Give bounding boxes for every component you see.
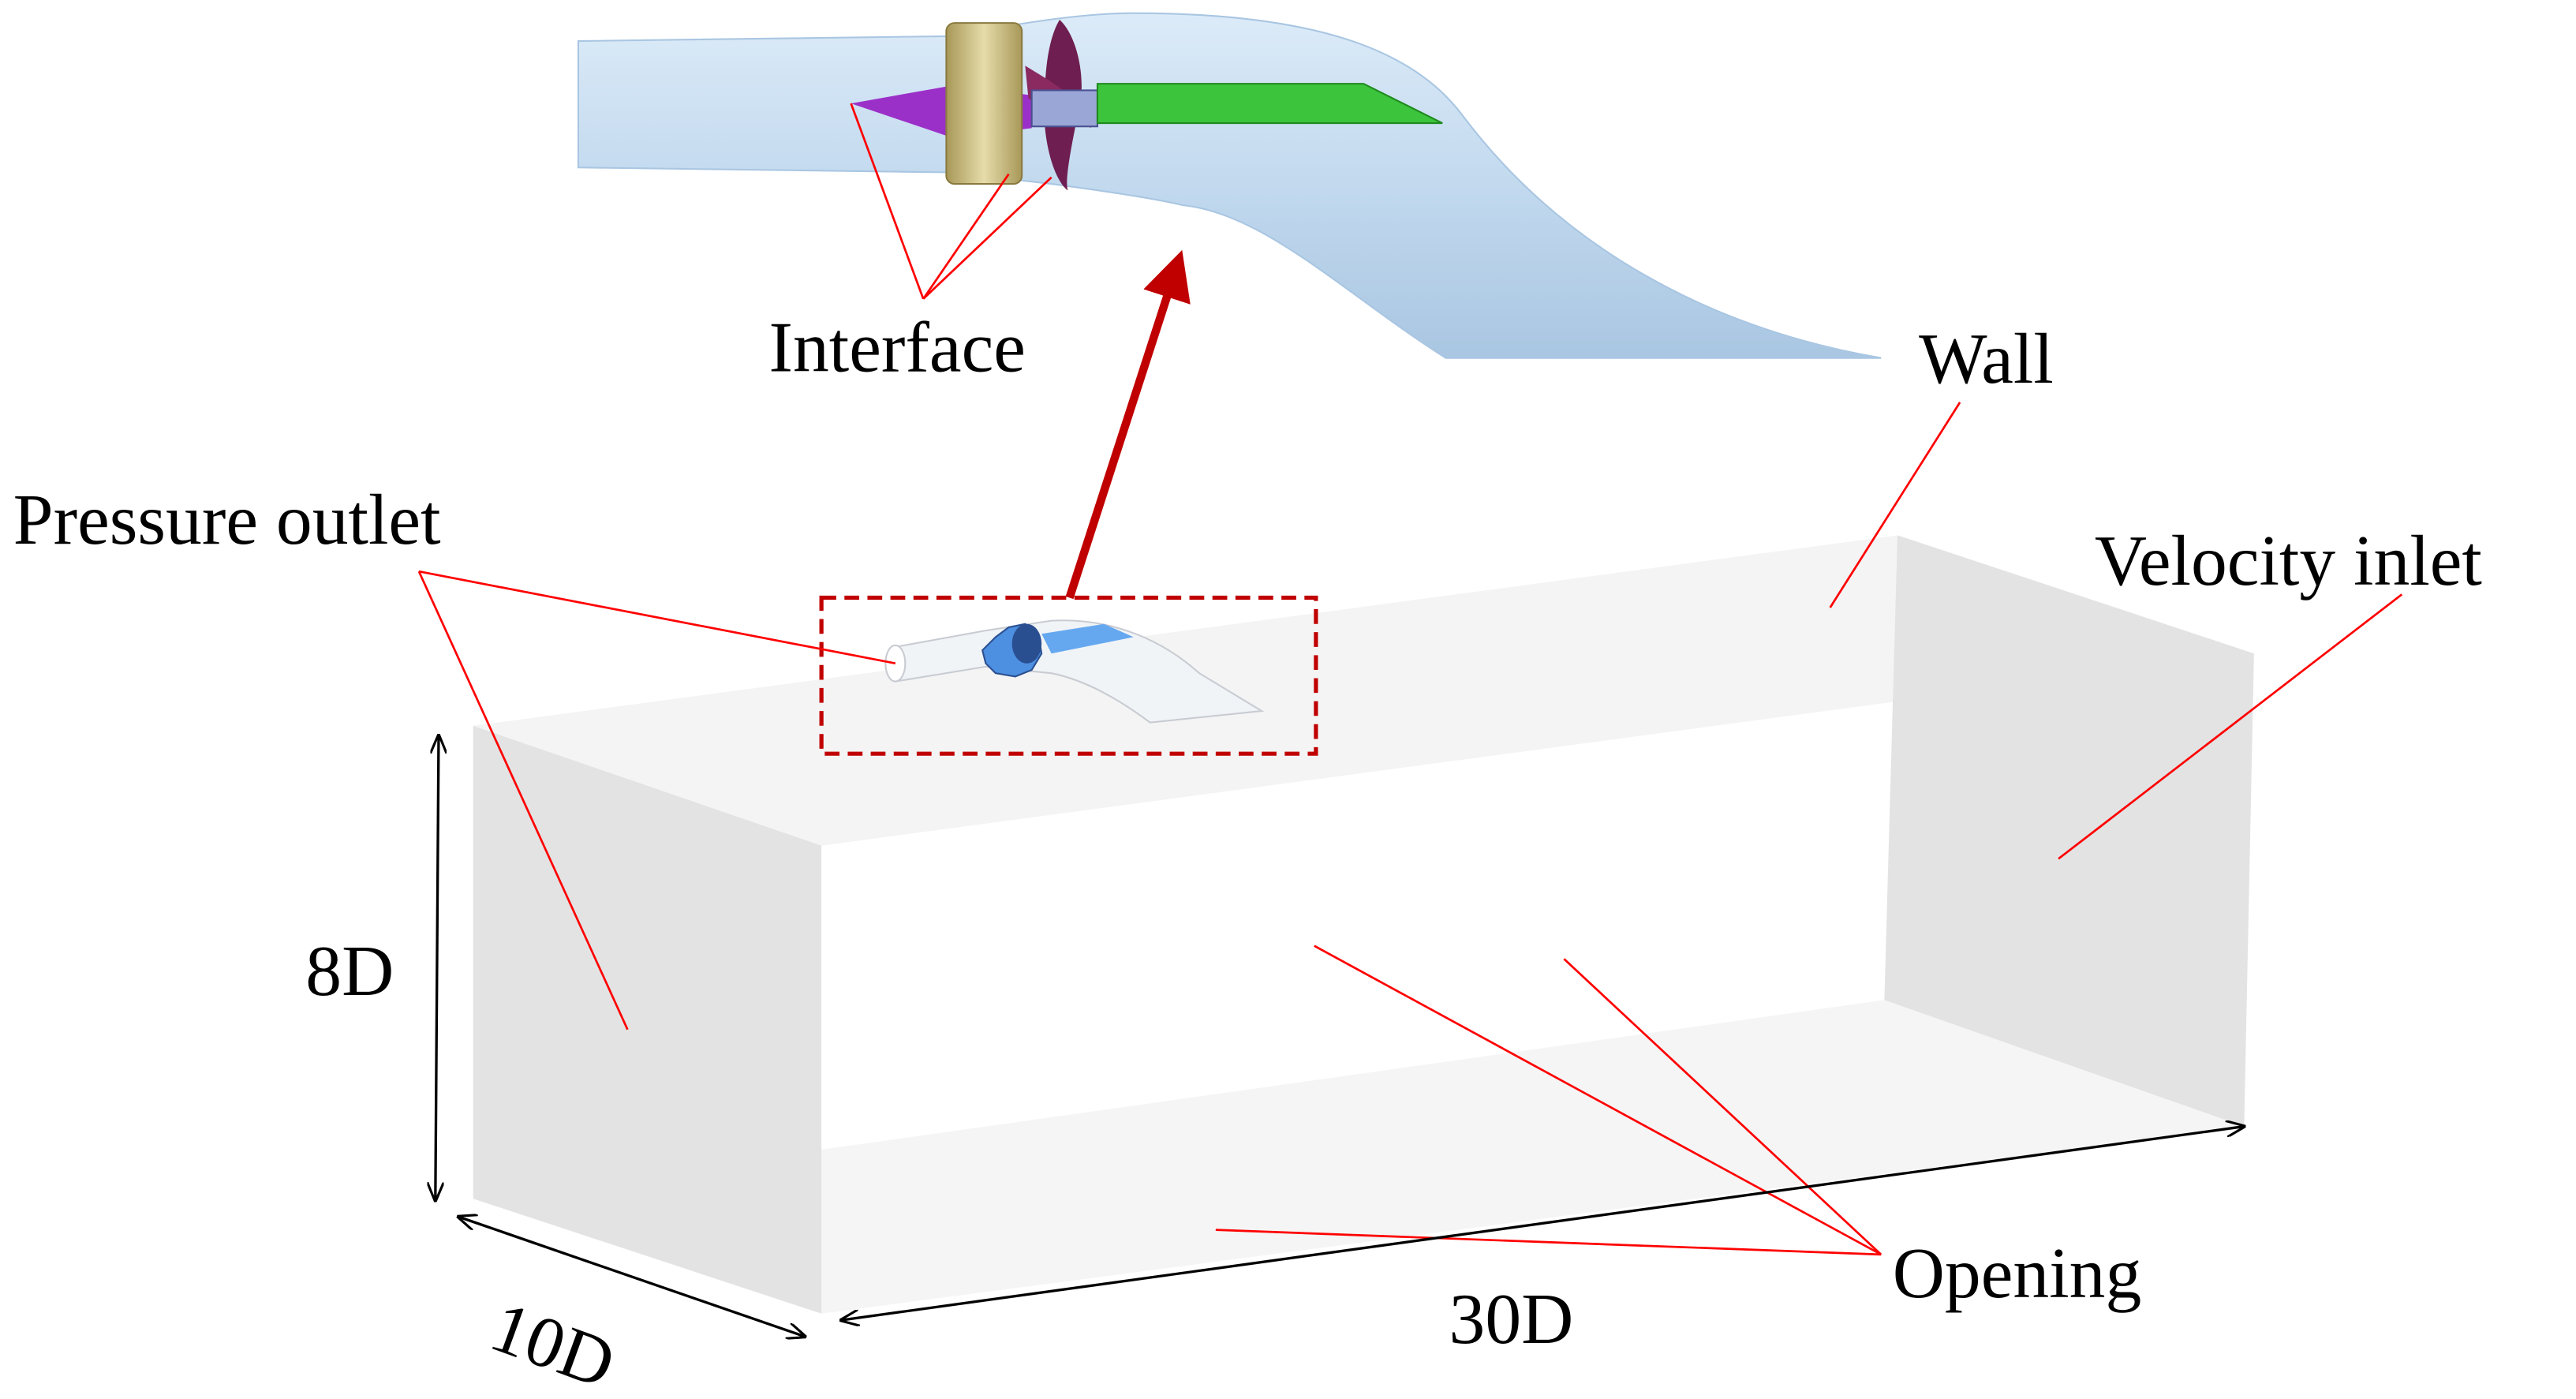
label-velocity-inlet: Velocity inlet	[2095, 520, 2482, 600]
highlight-box	[819, 595, 1318, 756]
domain-outlet-face	[473, 725, 822, 1314]
dimension-arrows	[436, 735, 2245, 1337]
domain-box	[473, 535, 2254, 1314]
rotor-hub	[1030, 89, 1098, 128]
label-opening: Opening	[1893, 1233, 2141, 1313]
small-rotor-hub	[1011, 623, 1042, 664]
label-pressure-outlet: Pressure outlet	[13, 479, 441, 559]
leader-wall	[1829, 402, 1961, 608]
dim-label-length: 30D	[1449, 1278, 1574, 1359]
dim-label-height: 8D	[305, 930, 394, 1011]
shaft	[1096, 83, 1443, 125]
zoom-arrow	[1065, 249, 1191, 600]
dim-arrow-length	[841, 1127, 2244, 1321]
label-interface: Interface	[769, 306, 1026, 387]
label-wall: Wall	[1919, 318, 2054, 398]
dim-arrow-width	[458, 1217, 805, 1337]
leader-velocity-inlet	[2058, 593, 2403, 860]
domain-inlet-face	[1884, 535, 2254, 1127]
interface-leaders	[850, 103, 1052, 300]
dim-label-width: 10D	[481, 1285, 626, 1399]
stator-ring	[945, 22, 1023, 185]
dim-arrow-height	[436, 735, 439, 1200]
small-shaft	[1041, 623, 1134, 654]
leader-pressure-outlet-2	[417, 570, 629, 1031]
zoomed-pump-model	[577, 12, 1882, 359]
domain-top-face	[473, 535, 2254, 846]
leader-pressure-outlet-1	[418, 570, 896, 665]
